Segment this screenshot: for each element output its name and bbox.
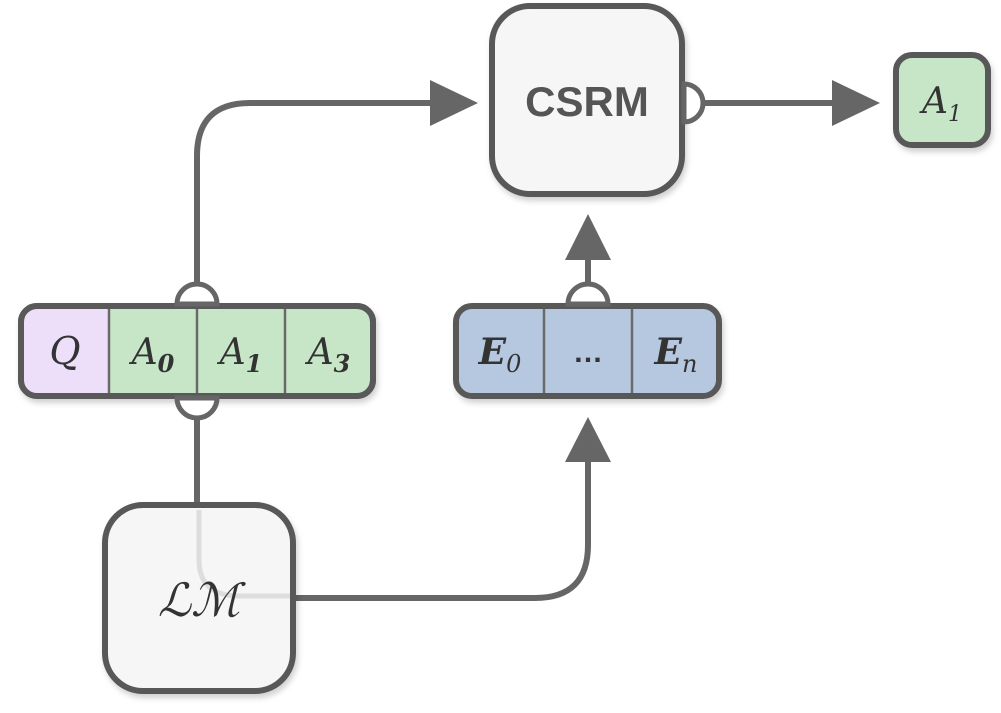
evidence-top-port (565, 281, 611, 307)
cell-a1: A1 (217, 332, 263, 378)
arrowhead-into-csrm-bottom (565, 214, 611, 260)
csrm-output-port (681, 81, 706, 125)
arrowhead-into-output (832, 80, 880, 126)
output-label: A1 (919, 81, 962, 127)
cell-e0: E0 (478, 331, 522, 378)
arrowhead-into-csrm (430, 80, 478, 126)
cell-a0: A0 (129, 332, 175, 378)
cell-q-bg (24, 309, 108, 393)
lm-label: ℒℳ (158, 573, 246, 627)
cell-a3: A3 (305, 332, 351, 378)
arrowhead-into-evidence (565, 417, 611, 462)
evidence-sequence: E0 … En (453, 281, 722, 399)
context-bottom-port (174, 395, 220, 421)
connector-lm-to-evidence (293, 452, 591, 601)
csrm-node: CSRM (489, 3, 706, 197)
csrm-label: CSRM (525, 78, 649, 125)
connector-sequence-to-csrm (194, 100, 443, 289)
context-top-port (174, 281, 220, 307)
output-node: A1 (893, 52, 991, 148)
cell-en: En (654, 331, 698, 378)
lm-node: ℒℳ (102, 502, 296, 694)
cell-q: Q (49, 329, 80, 373)
context-sequence: Q A0 A1 A3 (18, 281, 376, 421)
cell-ellipsis: … (573, 336, 603, 369)
